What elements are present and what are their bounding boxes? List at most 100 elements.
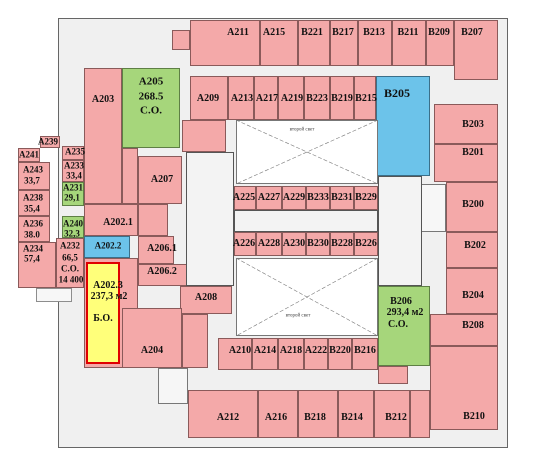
room-a202-2[interactable]: [84, 236, 130, 258]
room-b212-right[interactable]: [410, 390, 430, 438]
label-a228: A228: [257, 238, 281, 249]
room-b200[interactable]: [446, 182, 498, 232]
room-a238[interactable]: [18, 190, 50, 216]
room-b202[interactable]: [446, 232, 498, 268]
room-a215[interactable]: [260, 20, 298, 66]
room-a229[interactable]: [282, 186, 306, 210]
room-b-o[interactable]: [86, 262, 120, 364]
room-lower-left-corridor: [158, 368, 188, 404]
room-b211[interactable]: [392, 20, 426, 66]
room-a204-right[interactable]: [182, 314, 208, 368]
room-a217[interactable]: [254, 76, 278, 120]
room-a230[interactable]: [282, 232, 306, 256]
label-a206-1: A206.1: [147, 243, 177, 254]
label-b203: B203: [462, 119, 484, 130]
room-b221[interactable]: [298, 20, 330, 66]
room-b228[interactable]: [330, 232, 354, 256]
label-a216: A216: [264, 412, 288, 423]
label-a211: A211: [227, 27, 249, 38]
room-a203-lower[interactable]: [122, 148, 138, 204]
label-b216: B216: [354, 345, 376, 356]
room-b203[interactable]: [434, 104, 498, 144]
room-b217[interactable]: [330, 20, 358, 66]
room-b212[interactable]: [374, 390, 410, 438]
label-a202-3: A202.3: [93, 280, 123, 291]
room-b231[interactable]: [330, 186, 354, 210]
room-a228[interactable]: [256, 232, 282, 256]
room-a240[interactable]: [62, 216, 84, 238]
room-a212[interactable]: [188, 390, 258, 438]
room-b230[interactable]: [306, 232, 330, 256]
room-a236[interactable]: [18, 216, 50, 242]
room-a211[interactable]: [190, 20, 260, 66]
room-b233[interactable]: [306, 186, 330, 210]
label-a243-area: 33,7: [24, 175, 40, 186]
room-a205[interactable]: [122, 68, 180, 148]
label-b210: B210: [463, 411, 485, 422]
room-b208[interactable]: [430, 314, 498, 346]
room-a225[interactable]: [234, 186, 256, 210]
room-top-left-small[interactable]: [172, 30, 190, 50]
room-b216[interactable]: [352, 338, 378, 370]
room-a214[interactable]: [252, 338, 278, 370]
room-a226[interactable]: [234, 232, 256, 256]
room-b209[interactable]: [426, 20, 454, 66]
room-a232[interactable]: [56, 238, 84, 288]
room-b213[interactable]: [358, 20, 392, 66]
room-b218[interactable]: [298, 390, 338, 438]
label-a205-note: С.О.: [140, 104, 162, 117]
room-a209-lower[interactable]: [182, 120, 226, 152]
label-a208: A208: [194, 292, 218, 303]
room-a210[interactable]: [218, 338, 252, 370]
label-b-o: Б.О.: [93, 313, 113, 324]
atrium-upper-label: второй свет: [289, 127, 315, 133]
room-a235[interactable]: [62, 146, 84, 160]
room-a233[interactable]: [62, 160, 84, 182]
room-a219[interactable]: [278, 76, 304, 120]
room-b223[interactable]: [304, 76, 330, 120]
room-a202-1[interactable]: [84, 204, 138, 236]
room-b201[interactable]: [434, 144, 498, 182]
room-a218[interactable]: [278, 338, 304, 370]
room-a208[interactable]: [180, 286, 232, 314]
room-b207[interactable]: [454, 20, 498, 80]
label-a236-area: 38.0: [24, 229, 40, 240]
room-a206-1[interactable]: [138, 236, 174, 264]
room-b210[interactable]: [430, 346, 498, 430]
room-b206[interactable]: [378, 286, 430, 366]
room-a222[interactable]: [304, 338, 328, 370]
label-b221: B221: [301, 27, 323, 38]
room-b220[interactable]: [328, 338, 352, 370]
room-a234[interactable]: [18, 242, 56, 288]
room-b215[interactable]: [354, 76, 376, 120]
room-a204[interactable]: [122, 308, 182, 368]
room-a231[interactable]: [62, 182, 84, 206]
room-a203[interactable]: [84, 68, 122, 204]
label-a243: A243: [23, 164, 43, 175]
room-b204[interactable]: [446, 268, 498, 314]
room-b214[interactable]: [338, 390, 374, 438]
label-b206-area: 293,4 м2: [386, 307, 424, 318]
room-b226[interactable]: [354, 232, 378, 256]
label-a232-extra: 14 400: [58, 274, 84, 285]
room-a239[interactable]: [40, 136, 60, 148]
room-b219[interactable]: [330, 76, 354, 120]
room-a209[interactable]: [190, 76, 228, 120]
room-b229[interactable]: [354, 186, 378, 210]
label-b230: B230: [307, 238, 329, 249]
room-a213[interactable]: [228, 76, 254, 120]
room-a241[interactable]: [18, 148, 40, 162]
room-a243[interactable]: [18, 162, 50, 190]
room-a227[interactable]: [256, 186, 282, 210]
label-b215: B215: [355, 93, 377, 104]
label-a236: A236: [23, 218, 43, 229]
atrium-lower-label: второй свет: [285, 313, 311, 319]
room-a202-1-right[interactable]: [138, 204, 168, 236]
label-b211: B211: [397, 27, 419, 38]
label-b219: B219: [331, 93, 353, 104]
room-b205[interactable]: [376, 76, 430, 176]
room-b216-right[interactable]: [378, 366, 408, 384]
label-a204: A204: [140, 345, 164, 356]
room-a216[interactable]: [258, 390, 298, 438]
room-a207[interactable]: [138, 156, 182, 204]
